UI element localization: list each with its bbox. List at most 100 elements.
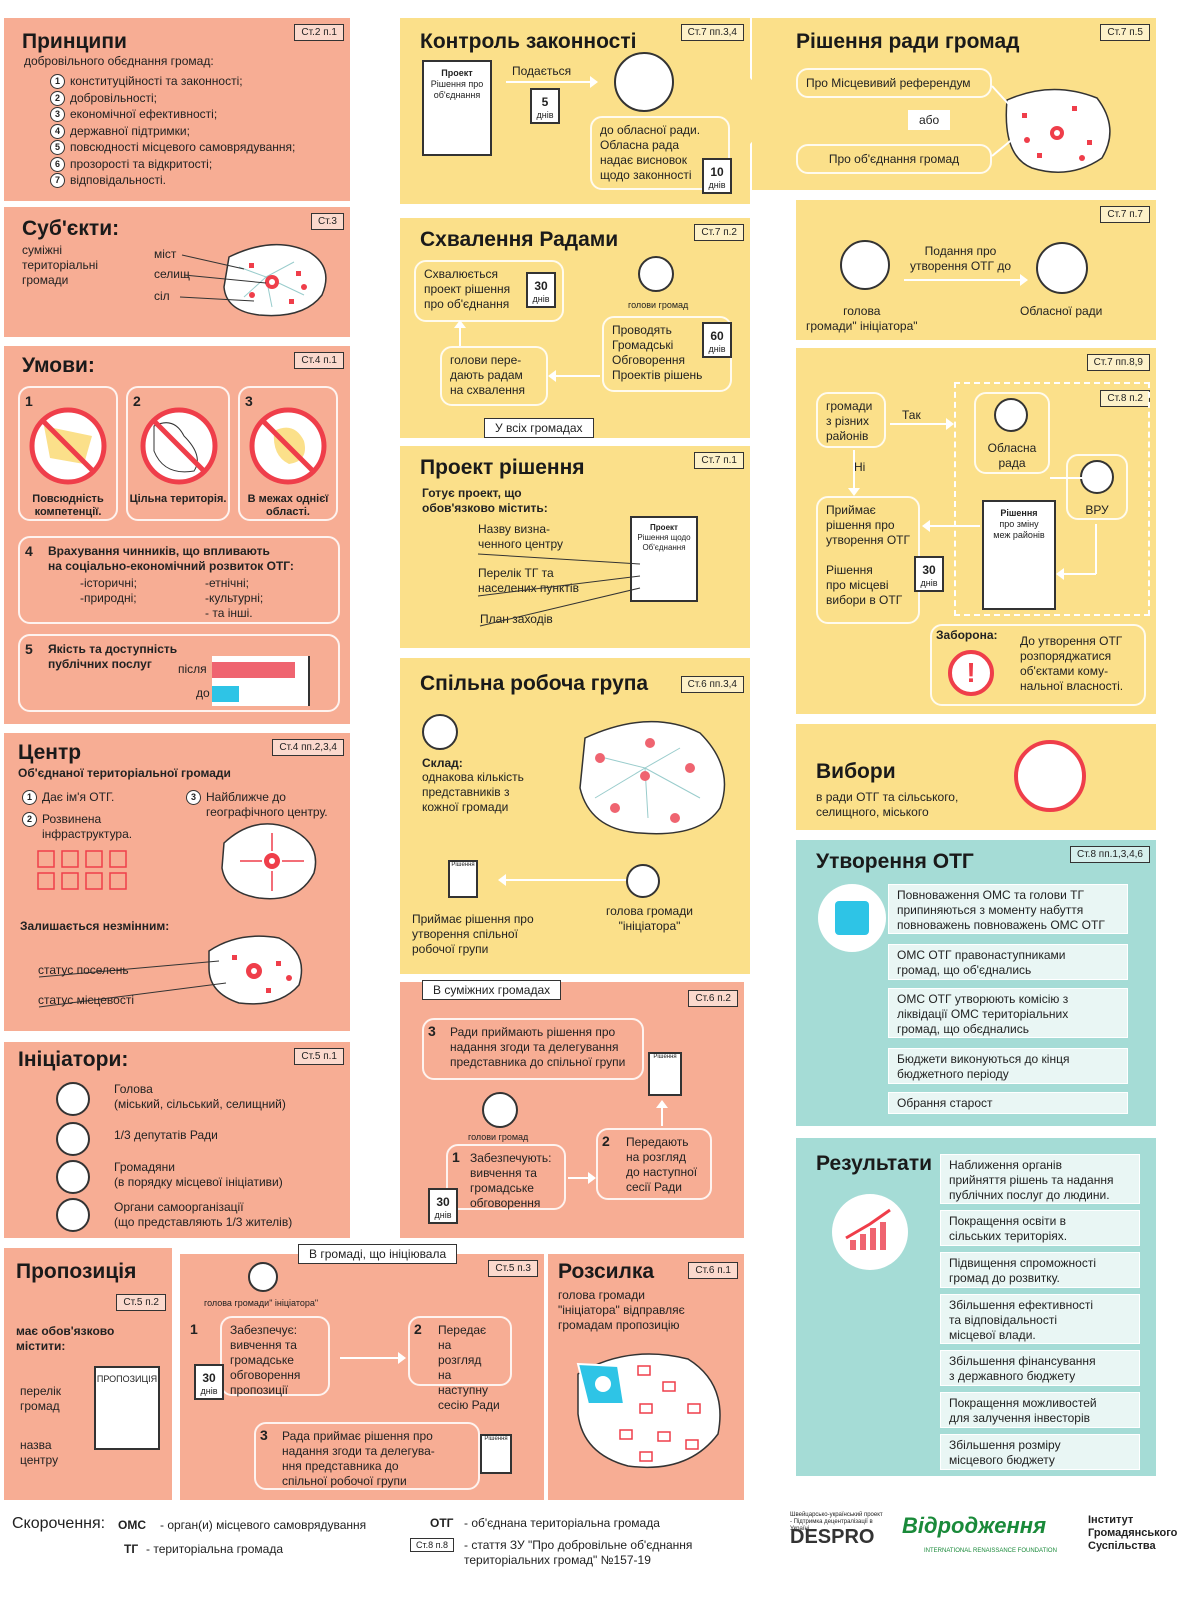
adjacent-ref: Ст.6 п.2 <box>688 990 738 1007</box>
proposal-flow-tag: В громаді, що ініціювала <box>298 1244 458 1264</box>
label-villages: сіл <box>154 289 170 303</box>
bar-after-label: після <box>178 662 207 676</box>
initiator-head-label: голова громади" ініціатора" <box>204 1298 319 1308</box>
abbr-oms-desc: - орган(и) місцевого самоврядування <box>160 1518 367 1532</box>
renaissance-logo: Відродження <box>902 1513 1047 1538</box>
formation-panel: Утворення ОТГ Ст.8 пп.1,3,4,6 Повноважен… <box>796 840 1156 1126</box>
condition-1-card: 1 Повсюдність компетенції. <box>18 386 118 521</box>
initiators-title: Ініціатори: <box>18 1048 129 1071</box>
briefcase-icon <box>56 1122 90 1156</box>
group-composition-label: Склад: <box>422 756 463 770</box>
initiator-3: Громадяни(в порядку місцевої ініціативи) <box>114 1160 283 1189</box>
proposal-document-icon: ПРОПОЗИЦІЯ <box>94 1366 160 1450</box>
center-panel: Центр Ст.4 пп.2,3,4 Об'єднаної територіа… <box>4 733 350 1031</box>
districts-ref-1: Ст.7 пп.8,9 <box>1086 354 1150 371</box>
approval-ref: Ст.7 п.2 <box>694 224 744 241</box>
districts-arrows <box>848 418 1097 580</box>
factor-other: - та інші. <box>205 606 253 620</box>
principles-ref: Ст.2 п.1 <box>294 24 344 41</box>
bar-before-label: до <box>196 686 210 700</box>
group-panel: Спільна робоча група Ст.6 пп.3,4 Склад: … <box>400 658 750 974</box>
adjacent-decision-doc-icon: Рішення <box>648 1052 682 1096</box>
regional-council-icon <box>1036 242 1088 294</box>
initiator-head-icon <box>626 864 660 898</box>
center-subtitle: Об'єднаної територіальної громади <box>18 766 231 780</box>
council-map-icon <box>991 85 1111 173</box>
group-title: Спільна робоча група <box>420 672 649 695</box>
draft-item-3: План заходів <box>480 612 553 626</box>
approval-title: Схвалення Радами <box>420 228 619 251</box>
draft-title: Проект рішення <box>420 456 585 479</box>
draft-leader-lines <box>477 553 641 627</box>
draft-panel: Проект рішення Ст.7 п.1 Готує проект, що… <box>400 446 750 648</box>
center-ref: Ст.4 пп.2,3,4 <box>272 739 344 756</box>
community-heads-icon <box>638 256 674 292</box>
districts-dashed-frame <box>954 382 1150 616</box>
elections-panel: Вибори в ради ОТГ та сільського,селищног… <box>796 724 1156 830</box>
conditions-title: Умови: <box>22 354 95 377</box>
initiators-ref: Ст.5 п.1 <box>294 1048 344 1065</box>
approval-tag: У всіх громадах <box>484 418 594 438</box>
adjacent-arrows <box>568 1100 668 1184</box>
factor-ethnic: -етнічні; <box>205 576 249 590</box>
initiator-head-icon <box>248 1262 278 1292</box>
despro-small: Швейцарсько-український проект - Підтрим… <box>790 1512 883 1532</box>
subjects-ref: Ст.3 <box>310 213 344 230</box>
mailing-panel: Розсилка Ст.6 п.1 голова громади"ініціат… <box>548 1254 744 1500</box>
legality-ref: Ст.7 пп.3,4 <box>680 24 744 41</box>
territory-map-icon <box>179 243 327 317</box>
condition-3-card: 3 В межах однієї області. <box>238 386 338 521</box>
elections-title: Вибори <box>816 760 896 783</box>
formation-title: Утворення ОТГ <box>816 850 974 873</box>
principles-title: Принципи <box>22 30 127 53</box>
proposal-ref: Ст.5 п.2 <box>116 1294 166 1311</box>
status-locality: статус місцевості <box>38 993 135 1007</box>
answer-yes: Так <box>902 408 921 422</box>
condition-2-card: 2 Цільна територія. <box>126 386 230 521</box>
prohibition-label: Заборона: <box>936 628 998 642</box>
subjects-title: Суб'єкти: <box>22 217 120 240</box>
community-group-icon <box>56 1198 90 1232</box>
decision-doc-icon: Рішення <box>480 1434 512 1474</box>
footer: Скорочення: ОМС - орган(и) місцевого сам… <box>0 1508 1200 1608</box>
mailing-map-icon <box>576 1353 721 1469</box>
submission-target: Обласної ради <box>1020 304 1103 318</box>
results-title: Результати <box>816 1152 933 1175</box>
approval-arrows <box>454 320 600 382</box>
council-option-merge: Про об'єднання громад <box>796 144 992 174</box>
factor-natural: -природні; <box>80 591 137 605</box>
